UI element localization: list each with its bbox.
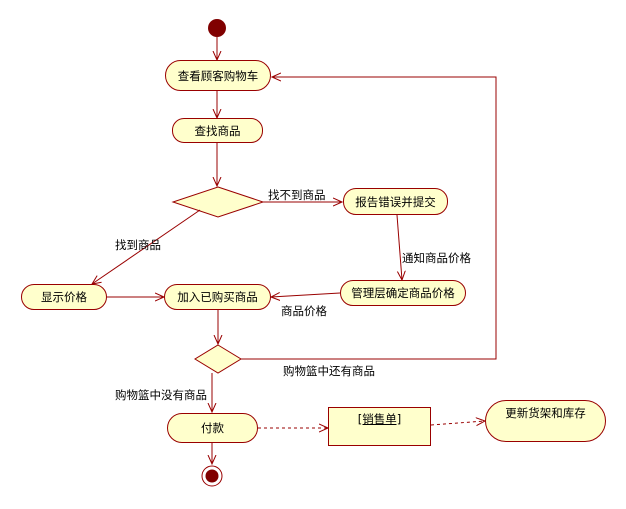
activity-update-shelf-label: 更新货架和库存: [505, 406, 586, 420]
edge-object-update: [430, 421, 485, 425]
activity-report-error: 报告错误并提交: [343, 188, 448, 215]
object-sales-slip: [销售单]: [328, 407, 431, 446]
guard-more-items: 购物篮中还有商品: [283, 364, 375, 378]
activity-add-item: 加入已购买商品: [164, 284, 271, 310]
guard-not-found: 找不到商品: [268, 188, 326, 202]
activity-mgmt-price: 管理层确定商品价格: [340, 280, 466, 306]
guard-no-items: 购物篮中没有商品: [115, 388, 207, 402]
activity-pay: 付款: [167, 413, 258, 443]
guard-item-price: 商品价格: [281, 304, 327, 318]
object-sales-slip-label: [销售单]: [357, 412, 402, 426]
edge-found: [92, 209, 201, 284]
edge-mgmt-add: [271, 293, 341, 297]
activity-find-item: 查找商品: [172, 118, 263, 143]
final-node-inner: [205, 469, 219, 483]
decision-more-items: [194, 344, 242, 374]
decision-found: [171, 186, 265, 218]
activity-show-price: 显示价格: [21, 284, 107, 310]
edge-loop: [241, 77, 497, 360]
activity-view-cart: 查看顾客购物车: [165, 60, 271, 91]
edge-report-mgmt: [396, 214, 402, 280]
activity-update-shelf: 更新货架和库存: [485, 400, 606, 442]
guard-found: 找到商品: [115, 238, 161, 252]
initial-node: [208, 19, 226, 37]
guard-notify-price: 通知商品价格: [402, 251, 471, 265]
